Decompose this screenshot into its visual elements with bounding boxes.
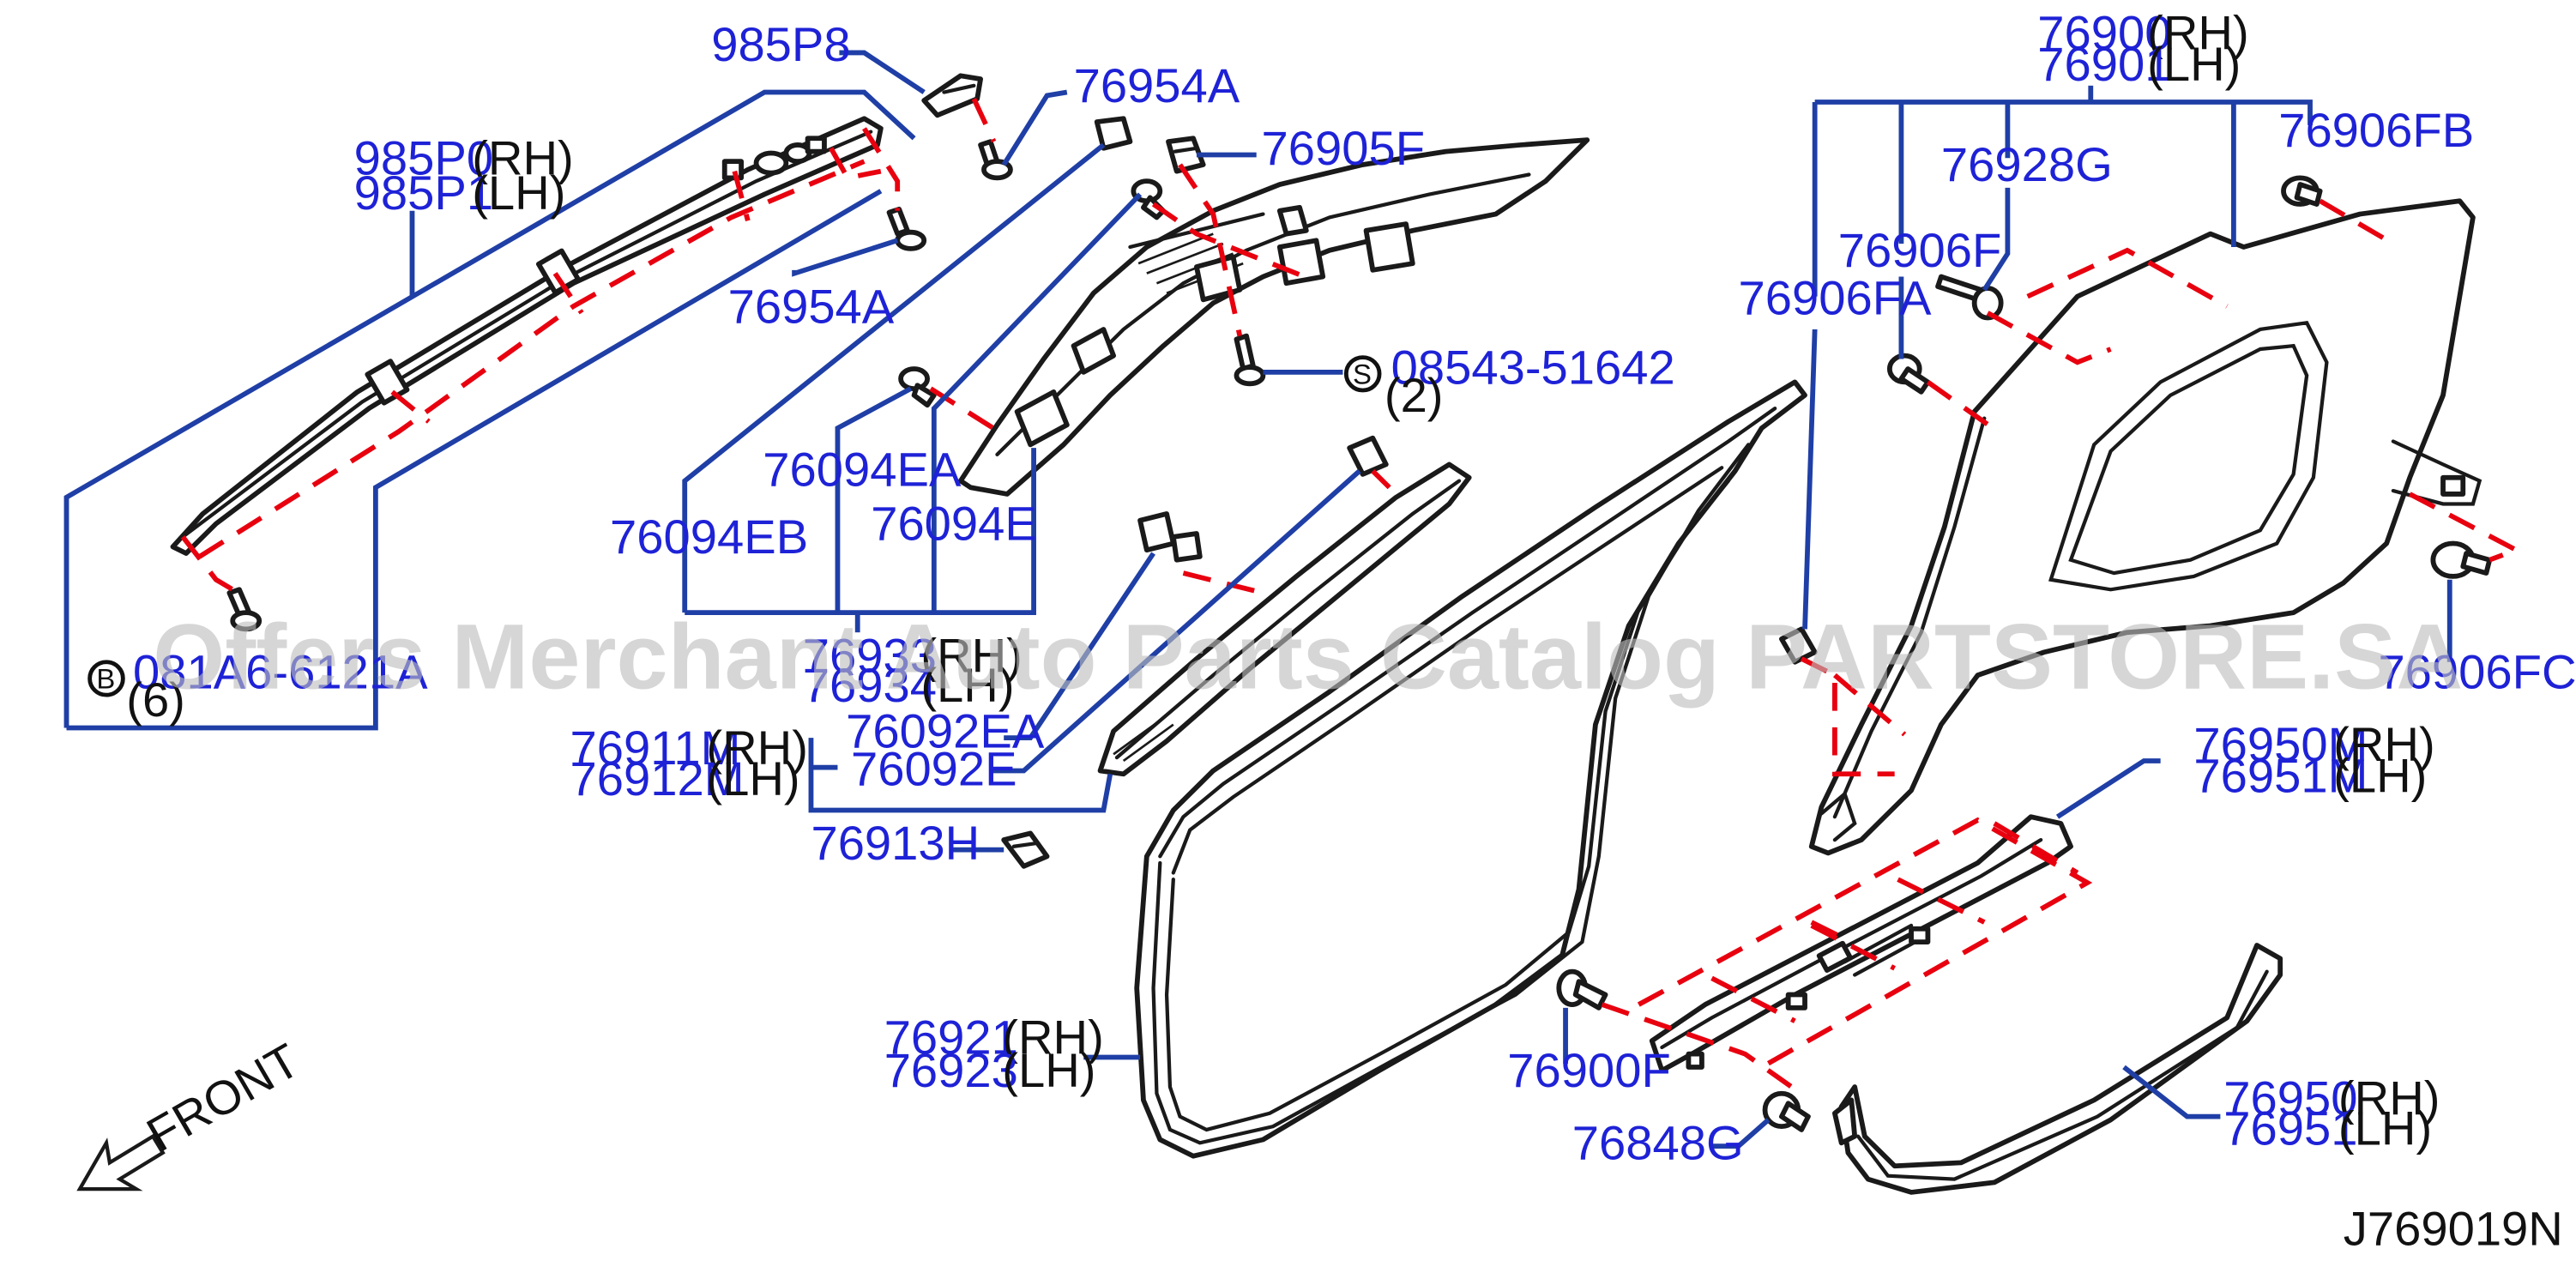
drawing-code: J769019N — [2344, 1202, 2563, 1256]
label-76848G: 76848G — [1572, 1116, 1744, 1170]
kicking-plate-inner — [1649, 814, 2073, 1073]
label-081A6-qty: (6) — [126, 673, 185, 727]
label-76950M: 76950M — [2193, 717, 2368, 771]
label-76094EB: 76094EB — [610, 510, 808, 564]
label-76951M-side: (LH) — [2333, 749, 2427, 803]
label-76905F: 76905F — [1262, 121, 1426, 175]
label-76954A-top: 76954A — [1074, 58, 1240, 112]
center-pillar-garnish — [1097, 462, 1472, 777]
clip-76094EA — [898, 366, 937, 408]
screw-08543 — [1234, 333, 1266, 387]
label-76906FC: 76906FC — [2378, 645, 2576, 699]
label-76923-side: (LH) — [1002, 1043, 1095, 1097]
clip-76928G — [1935, 274, 2004, 321]
rear-pillar-finisher — [1808, 198, 2482, 856]
label-76912M: 76912M — [570, 751, 745, 805]
front-label: FRONT — [137, 1033, 308, 1161]
label-76911M-side: (RH) — [706, 721, 808, 775]
label-76094EA: 76094EA — [763, 443, 962, 497]
bolt-marker-circle — [87, 660, 125, 697]
clip-76906F — [1886, 353, 1931, 395]
label-76913H: 76913H — [811, 816, 980, 870]
label-76900-side: (RH) — [2147, 6, 2249, 60]
cover-985P8 — [921, 73, 983, 118]
label-76933-side: (RH) — [920, 629, 1023, 683]
bolt-76954A-bottom — [886, 206, 927, 251]
label-76901-side: (LH) — [2147, 37, 2241, 91]
label-76934: 76934 — [803, 658, 937, 712]
label-76911M: 76911M — [570, 721, 741, 775]
label-76923: 76923 — [884, 1043, 1018, 1097]
screw-marker: S — [1353, 358, 1372, 389]
curtain-airbag-rail — [170, 116, 884, 556]
label-76934-side: (LH) — [920, 658, 1014, 712]
label-76900F: 76900F — [1507, 1043, 1671, 1097]
label-985P8: 985P8 — [711, 17, 850, 71]
clip-76906FC — [2430, 540, 2493, 579]
screw-marker-circle — [1343, 355, 1382, 393]
label-76092EA: 76092EA — [846, 704, 1045, 758]
label-76906FA: 76906FA — [1739, 271, 1933, 325]
label-76950-side: (RH) — [2338, 1071, 2440, 1125]
label-76094E: 76094E — [871, 497, 1037, 551]
label-76951: 76951 — [2223, 1101, 2357, 1155]
bolt-081A6 — [226, 587, 262, 632]
label-76928G: 76928G — [1941, 137, 2113, 191]
label-08543-51642: 08543-51642 — [1391, 341, 1675, 395]
clip-76905F — [1166, 136, 1206, 174]
label-985P1-side: (LH) — [472, 166, 565, 220]
label-76906F: 76906F — [1838, 223, 2002, 277]
clip-top-76954A — [1094, 116, 1133, 151]
clip-76900F — [1556, 968, 1608, 1011]
label-08543-qty: (2) — [1385, 368, 1444, 422]
clip-76906FB — [2281, 175, 2323, 207]
clip-76906FA — [1779, 626, 1818, 665]
door-weatherstrip — [1134, 379, 1807, 1159]
label-76092E: 76092E — [851, 742, 1017, 796]
label-76906FB: 76906FB — [2278, 103, 2474, 157]
label-76921-side: (RH) — [1002, 1011, 1104, 1065]
bolt-marker: B — [96, 663, 115, 695]
bolt-76954A-top — [978, 139, 1013, 181]
kicking-plate-outer — [1832, 943, 2283, 1195]
installation-guide-lines — [180, 97, 2523, 1089]
label-76951M: 76951M — [2193, 749, 2368, 803]
front-direction-arrow — [76, 1133, 166, 1192]
label-76901: 76901 — [2037, 37, 2171, 91]
callout-leaders — [63, 50, 2452, 1149]
label-76951-side: (LH) — [2338, 1101, 2432, 1155]
label-76954A-bottom: 76954A — [728, 280, 895, 334]
label-985P0: 985P0 — [354, 131, 493, 185]
clip-76092EA — [1137, 511, 1203, 563]
label-76921: 76921 — [884, 1011, 1018, 1065]
front-pillar-garnish — [957, 137, 1590, 497]
label-76912M-side: (LH) — [706, 751, 799, 805]
label-76950M-side: (RH) — [2333, 717, 2435, 771]
label-76933: 76933 — [803, 629, 937, 683]
label-76950: 76950 — [2223, 1071, 2357, 1125]
label-985P1: 985P1 — [354, 166, 493, 220]
label-985P0-side: (RH) — [472, 131, 574, 185]
clip-76913H — [1001, 830, 1050, 869]
clip-76848G — [1762, 1090, 1811, 1132]
clip-center-top — [1347, 435, 1389, 477]
watermark: Offers Merchant Auto Parts Catalog PARTS… — [153, 605, 2463, 708]
label-76900: 76900 — [2037, 6, 2171, 60]
label-081A6-6121A: 081A6-6121A — [133, 645, 428, 699]
